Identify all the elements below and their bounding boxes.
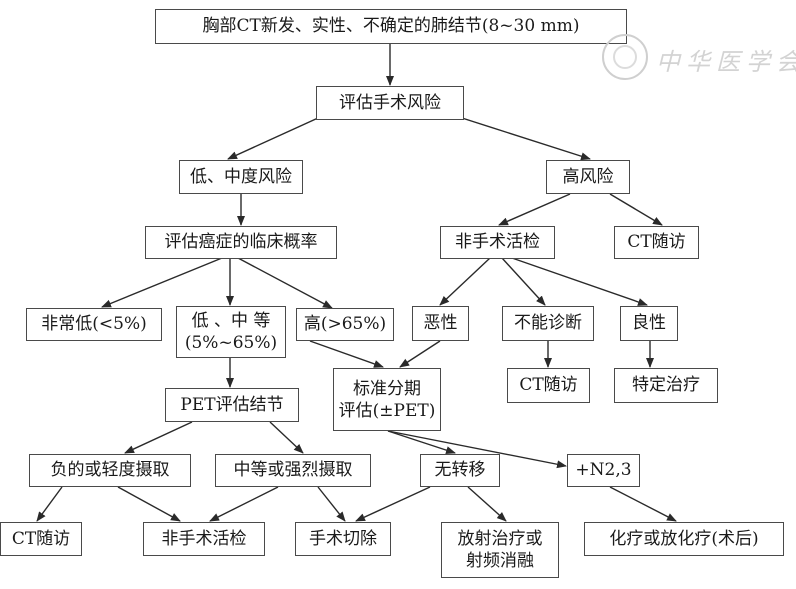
node-high-risk-label: 高风险 bbox=[562, 166, 614, 187]
node-ct-followup-mid-label: CT随访 bbox=[519, 375, 578, 395]
node-benign: 良性 bbox=[620, 306, 678, 341]
node-nonsurgical-biopsy-top-label: 非手术活检 bbox=[455, 232, 540, 252]
node-assess-risk: 评估手术风险 bbox=[316, 86, 464, 120]
node-malignant-label: 恶性 bbox=[423, 313, 458, 333]
node-moderate-intense-uptake: 中等或强烈摄取 bbox=[215, 454, 371, 487]
node-standard-staging-line2: 评估(±PET) bbox=[338, 400, 436, 421]
node-assess-probability-label: 评估癌症的临床概率 bbox=[164, 232, 318, 252]
node-high-risk: 高风险 bbox=[546, 160, 630, 194]
node-no-metastasis: 无转移 bbox=[420, 454, 500, 487]
edge-risk-low bbox=[227, 117, 319, 160]
node-n2-n3: +N2,3 bbox=[567, 454, 640, 487]
edge-high-prob-staging bbox=[309, 340, 384, 368]
edge-risk-high bbox=[461, 117, 591, 161]
edge-mod-biopsy bbox=[209, 486, 279, 522]
node-pet-assessment-label: PET评估结节 bbox=[180, 394, 284, 415]
node-high-prob-label: 高(>65%) bbox=[303, 314, 387, 334]
node-standard-staging-line1: 标准分期 bbox=[353, 378, 421, 399]
node-nonsurgical-biopsy-bottom-label: 非手术活检 bbox=[161, 528, 247, 549]
watermark: 中华医学会 bbox=[598, 30, 796, 86]
node-low-mid-prob-line2: (5%~65%) bbox=[184, 333, 278, 353]
node-pet-assessment: PET评估结节 bbox=[165, 388, 299, 422]
edge-neg-ct bbox=[36, 486, 63, 522]
edge-biopsy-nondiagnostic bbox=[501, 257, 546, 306]
node-ct-followup-mid: CT随访 bbox=[507, 368, 590, 403]
node-negative-mild-uptake: 负的或轻度摄取 bbox=[29, 454, 191, 487]
node-assess-risk-label: 评估手术风险 bbox=[339, 92, 441, 113]
edge-biopsy-malignant bbox=[439, 257, 491, 306]
edge-neg-biopsy bbox=[117, 486, 181, 522]
edge-prob-very-low bbox=[101, 257, 223, 308]
edge-pet-neg bbox=[124, 421, 193, 454]
node-specific-treatment: 特定治疗 bbox=[614, 368, 718, 403]
watermark-text: 中华医学会 bbox=[656, 48, 796, 76]
node-specific-treatment-label: 特定治疗 bbox=[632, 375, 700, 395]
node-ct-followup-bottom-label: CT随访 bbox=[11, 528, 71, 549]
node-radiotherapy-ablation-line1: 放射治疗或 bbox=[457, 529, 543, 549]
node-nonsurgical-biopsy-top: 非手术活检 bbox=[440, 226, 555, 259]
node-ct-followup-bottom: CT随访 bbox=[0, 522, 82, 556]
node-very-low-prob-label: 非常低(<5%) bbox=[41, 314, 147, 334]
node-benign-label: 良性 bbox=[632, 313, 666, 333]
edge-high-ct bbox=[609, 193, 663, 226]
node-root-label: 胸部CT新发、实性、不确定的肺结节(8~30 mm) bbox=[202, 16, 580, 36]
node-radiotherapy-ablation: 放射治疗或 射频消融 bbox=[441, 522, 559, 578]
node-n2-n3-label: +N2,3 bbox=[575, 460, 632, 480]
node-low-mid-risk-label: 低、中度风险 bbox=[190, 166, 292, 187]
node-low-mid-prob: 低 、中 等 (5%~65%) bbox=[176, 306, 286, 358]
node-nonsurgical-biopsy-bottom: 非手术活检 bbox=[143, 522, 265, 556]
node-low-mid-prob-line1: 低 、中 等 bbox=[191, 311, 271, 331]
node-low-mid-risk: 低、中度风险 bbox=[179, 160, 303, 194]
node-ct-followup-top: CT随访 bbox=[614, 226, 699, 259]
node-chemo-radiotherapy-label: 化疗或放化疗(术后) bbox=[609, 528, 759, 549]
edge-staging-n23 bbox=[387, 430, 567, 469]
edge-pet-mod bbox=[269, 421, 304, 454]
node-no-metastasis-label: 无转移 bbox=[434, 460, 486, 480]
edge-n23-chemo bbox=[609, 486, 677, 522]
edge-no-meta-resection bbox=[355, 486, 431, 522]
edge-mod-resection bbox=[317, 486, 346, 522]
node-surgical-resection: 手术切除 bbox=[295, 522, 391, 556]
node-nondiagnostic-label: 不能诊断 bbox=[514, 313, 582, 333]
node-standard-staging: 标准分期 评估(±PET) bbox=[333, 368, 441, 431]
edge-staging-no-meta bbox=[387, 430, 456, 454]
node-radiotherapy-ablation-line2: 射频消融 bbox=[466, 551, 534, 571]
node-chemo-radiotherapy: 化疗或放化疗(术后) bbox=[584, 522, 784, 556]
node-nondiagnostic: 不能诊断 bbox=[502, 306, 594, 341]
node-root-nodule: 胸部CT新发、实性、不确定的肺结节(8~30 mm) bbox=[155, 9, 627, 44]
node-ct-followup-top-label: CT随访 bbox=[627, 232, 686, 252]
node-assess-probability: 评估癌症的临床概率 bbox=[145, 226, 337, 259]
node-moderate-intense-uptake-label: 中等或强烈摄取 bbox=[233, 460, 353, 480]
node-malignant: 恶性 bbox=[412, 306, 469, 341]
node-high-prob: 高(>65%) bbox=[296, 308, 394, 341]
node-surgical-resection-label: 手术切除 bbox=[309, 528, 377, 549]
edge-biopsy-benign bbox=[511, 257, 648, 306]
edge-malignant-staging bbox=[399, 340, 441, 368]
edge-high-biopsy bbox=[498, 193, 571, 226]
node-very-low-prob: 非常低(<5%) bbox=[26, 308, 162, 341]
edge-prob-high bbox=[237, 257, 333, 309]
node-negative-mild-uptake-label: 负的或轻度摄取 bbox=[50, 460, 170, 480]
watermark-seal-icon bbox=[602, 34, 648, 80]
edge-no-meta-radio bbox=[467, 486, 507, 522]
